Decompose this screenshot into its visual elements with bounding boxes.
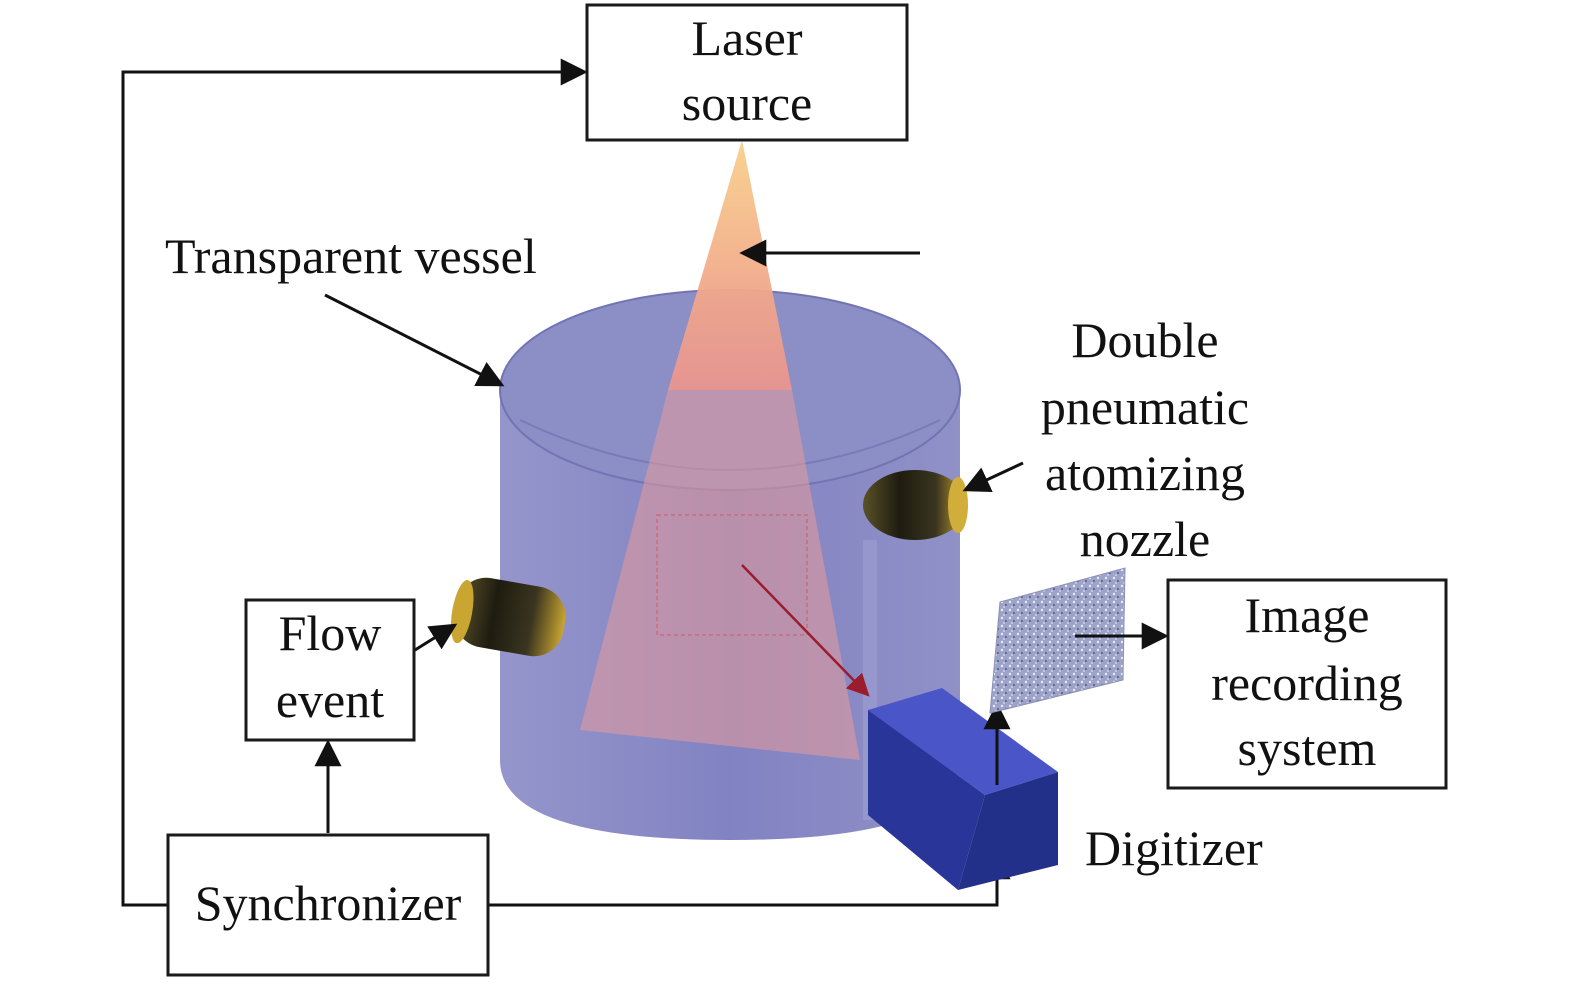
image-recording-label-line1: Image bbox=[1245, 587, 1370, 643]
synchronizer-label: Synchronizer bbox=[195, 875, 462, 931]
camera-view-arrow bbox=[741, 564, 870, 697]
flow-event-box: Flow event bbox=[244, 598, 416, 742]
laser-source-label-line2: source bbox=[682, 75, 813, 131]
flow-event-label-line1: Flow bbox=[279, 605, 382, 661]
nozzle-label: Double pneumatic atomizing nozzle bbox=[1041, 312, 1249, 567]
vessel-pointer-arrow bbox=[324, 293, 505, 387]
digitizer-label: Digitizer bbox=[1085, 820, 1263, 876]
nozzle-label-line1: Double bbox=[1071, 312, 1218, 368]
image-recording-label-line2: recording bbox=[1211, 655, 1403, 711]
flow-event-label-line2: event bbox=[276, 672, 384, 728]
laser-source-label-line1: Laser bbox=[691, 10, 802, 66]
synchronizer-box: Synchronizer bbox=[166, 833, 490, 977]
nozzle-pointer-arrow bbox=[962, 461, 1024, 492]
nozzle-label-line3: atomizing bbox=[1045, 445, 1245, 501]
nozzle-label-line2: pneumatic bbox=[1041, 379, 1249, 435]
nozzle-label-line4: nozzle bbox=[1080, 511, 1210, 567]
transparent-vessel-label: Transparent vessel bbox=[165, 228, 537, 284]
laser-beam-icon bbox=[580, 140, 860, 760]
laser-source-box: Laser source bbox=[585, 3, 909, 142]
wire-sync-to-laser bbox=[121, 58, 588, 907]
particle-image-icon bbox=[989, 567, 1126, 714]
image-recording-label-line3: system bbox=[1238, 720, 1377, 776]
wire-sync-to-digitizer bbox=[488, 852, 1011, 907]
flow-event-arrow bbox=[414, 623, 458, 652]
image-recording-system-box: Image recording system bbox=[1166, 578, 1448, 790]
camera-icon bbox=[868, 688, 1058, 890]
